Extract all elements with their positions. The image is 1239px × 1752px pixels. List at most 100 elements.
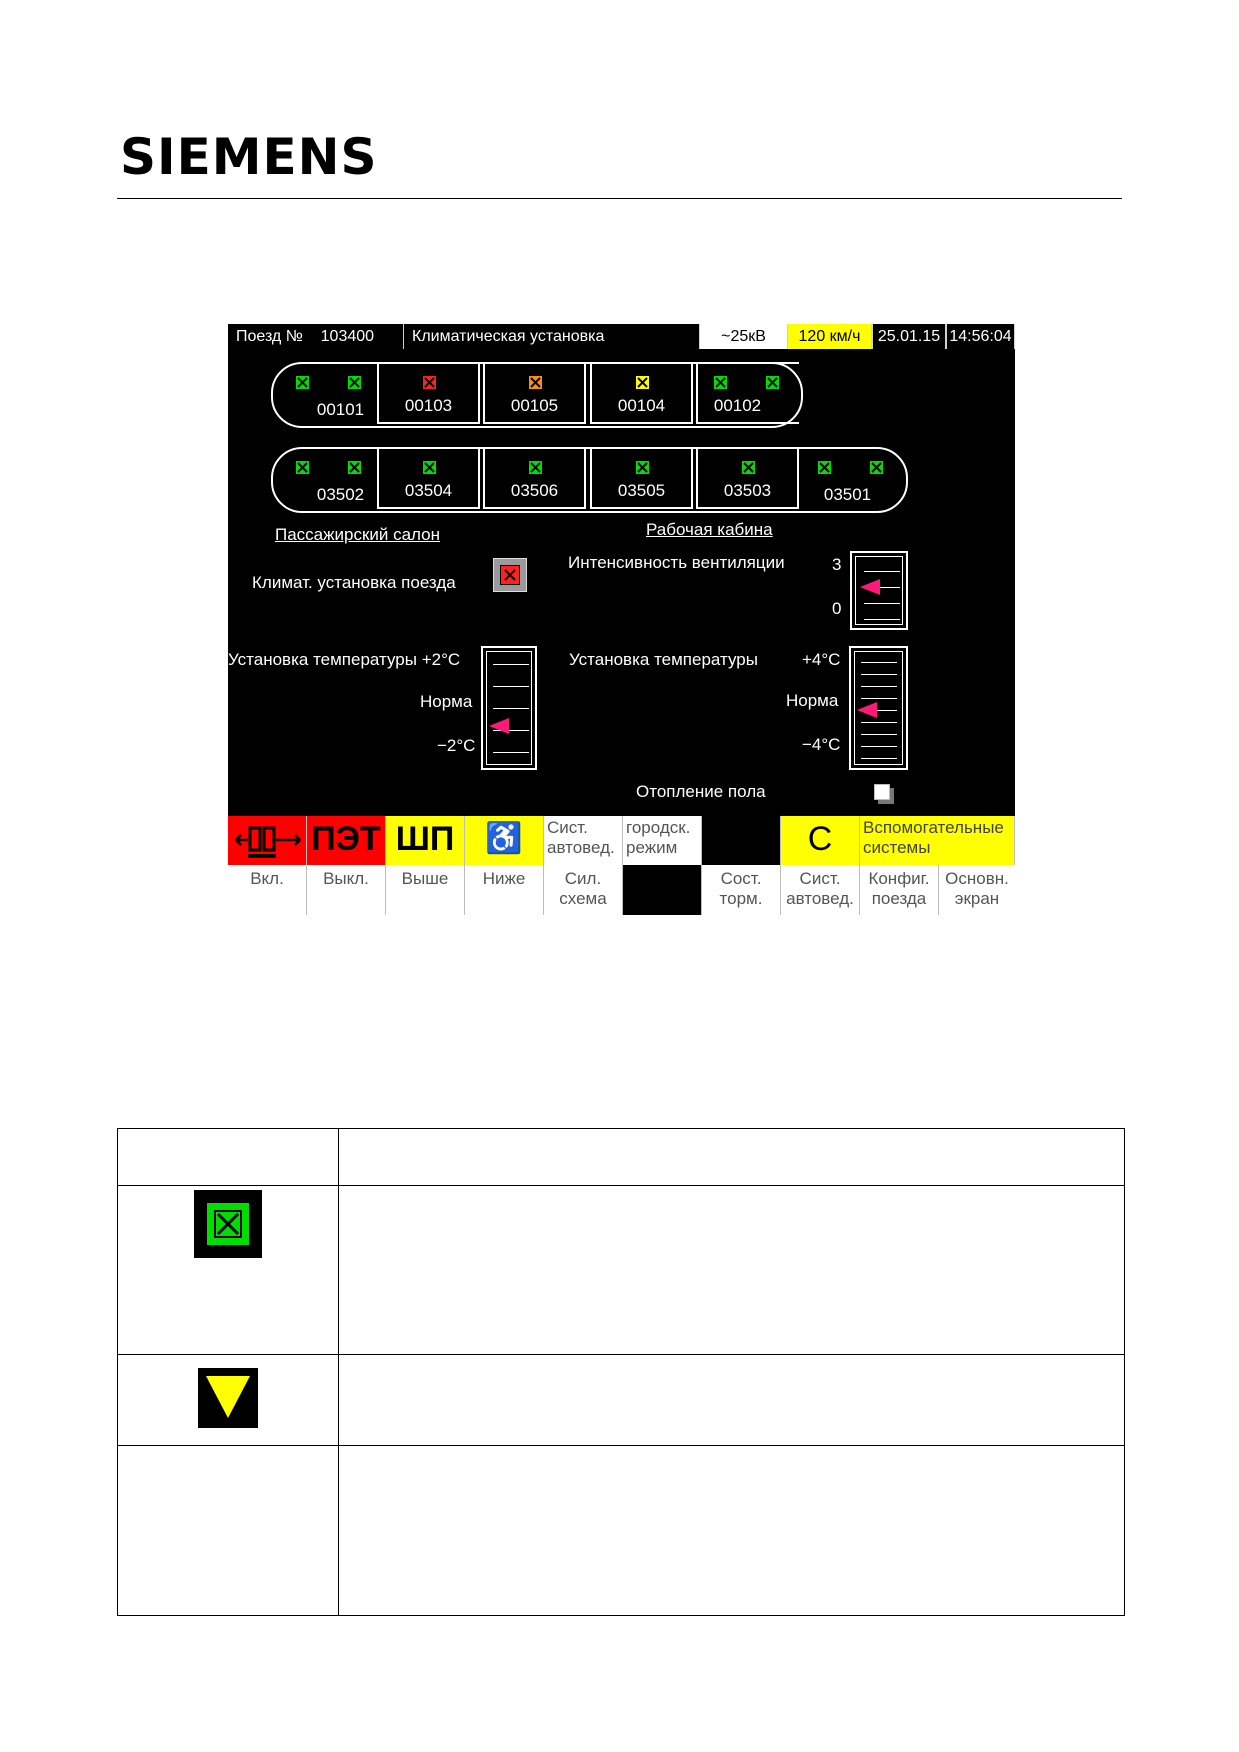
siemens-logo: SIEMENS xyxy=(120,128,378,186)
vent-intensity-label: Интенсивность вентиляции xyxy=(568,553,785,572)
vent-max-label: 3 xyxy=(832,555,842,574)
car-00103[interactable]: 00103 xyxy=(377,362,480,424)
main-screen-button[interactable]: Основн. экран xyxy=(939,865,1015,915)
car-00102[interactable]: 00102 xyxy=(696,362,799,424)
floor-heating-checkbox[interactable] xyxy=(874,784,894,804)
status-ok-icon xyxy=(294,374,311,391)
train-label: Поезд № xyxy=(236,328,303,345)
tab-driver-cab[interactable]: Рабочая кабина xyxy=(646,520,773,539)
climate-fault-icon xyxy=(500,565,520,585)
car-03501[interactable]: 03501 xyxy=(802,449,905,511)
legend-row xyxy=(117,1185,1125,1355)
shp-button[interactable]: ШП xyxy=(386,816,465,865)
vent-level-pointer[interactable] xyxy=(860,579,880,595)
car-03502[interactable]: 03502 xyxy=(280,449,383,511)
car-number: 00105 xyxy=(510,396,559,415)
car-00104[interactable]: 00104 xyxy=(590,362,693,424)
brake-state-button[interactable]: Сост. торм. xyxy=(702,865,781,915)
speed-indicator: 120 км/ч xyxy=(788,324,872,349)
legend-table xyxy=(117,1128,1125,1616)
screen-title: Климатическая установка xyxy=(404,324,700,349)
temp-left-max: +2°C xyxy=(421,650,461,669)
temp-left-slider[interactable] xyxy=(481,646,537,770)
car-number: 03502 xyxy=(316,485,365,504)
temp-left-min: −2°C xyxy=(437,736,476,755)
car-number: 03503 xyxy=(723,481,772,500)
car-number: 00104 xyxy=(617,396,666,415)
car-number: 03504 xyxy=(404,481,453,500)
tab-passenger-saloon[interactable]: Пассажирский салон xyxy=(275,525,441,544)
car-03503[interactable]: 03503 xyxy=(696,447,799,509)
car-number: 00101 xyxy=(316,400,365,419)
temp-right-min: −4°C xyxy=(802,735,841,754)
climate-unit-label: Климат. установка поезда xyxy=(252,573,456,592)
legend-row xyxy=(117,1445,1125,1616)
off-button[interactable]: Выкл. xyxy=(307,865,386,915)
vent-min-label: 0 xyxy=(832,599,842,618)
aux-systems-button[interactable]: Вспомогательные системы xyxy=(860,816,1015,865)
voltage-indicator: ~25кВ xyxy=(700,324,788,349)
status-ok-icon xyxy=(346,459,363,476)
temp-right-label: Установка температуры xyxy=(569,650,758,669)
status-warning-icon xyxy=(527,374,544,391)
vent-intensity-slider[interactable] xyxy=(850,551,908,630)
pet-button[interactable]: ПЭТ xyxy=(307,816,386,865)
status-ok-icon xyxy=(764,374,781,391)
car-00105[interactable]: 00105 xyxy=(483,362,586,424)
car-number: 03506 xyxy=(510,481,559,500)
wheelchair-icon[interactable]: ♿ xyxy=(465,816,544,865)
blank-key xyxy=(702,816,781,865)
on-button[interactable]: Вкл. xyxy=(228,865,307,915)
status-ok-icon xyxy=(346,374,363,391)
floor-heating-label: Отопление пола xyxy=(636,782,766,801)
atp-system-bottom-button[interactable]: Сист. автовед. xyxy=(781,865,860,915)
train-number: 103400 xyxy=(320,328,375,345)
train-coupling-icon xyxy=(235,826,301,858)
status-ok-icon xyxy=(527,459,544,476)
status-ok-icon xyxy=(421,459,438,476)
car-00101[interactable]: 00101 xyxy=(280,364,383,426)
yellow-triangle-icon xyxy=(198,1367,258,1428)
temp-right-pointer[interactable] xyxy=(857,702,877,718)
down-button[interactable]: Ниже xyxy=(465,865,544,915)
temp-left-label: Установка температуры +2°C xyxy=(228,650,461,669)
status-ok-icon xyxy=(294,459,311,476)
status-ok-icon xyxy=(868,459,885,476)
atp-system-button[interactable]: Сист. автовед. xyxy=(544,816,623,865)
blank-key xyxy=(623,865,702,915)
temp-left-pointer[interactable] xyxy=(489,718,509,734)
c-button[interactable]: С xyxy=(781,816,860,865)
green-status-icon xyxy=(194,1190,262,1258)
status-fault-icon xyxy=(421,374,438,391)
train-number-field: Поезд № 103400 xyxy=(228,324,404,349)
car-03506[interactable]: 03506 xyxy=(483,447,586,509)
car-number: 00102 xyxy=(713,396,762,415)
city-mode-button[interactable]: городск. режим xyxy=(623,816,702,865)
legend-row xyxy=(117,1354,1125,1446)
car-number: 00103 xyxy=(404,396,453,415)
date-display: 25.01.15 xyxy=(872,324,946,349)
car-number: 03505 xyxy=(617,481,666,500)
train-row-2-outline xyxy=(271,447,908,513)
status-ok-icon xyxy=(634,459,651,476)
car-number: 03501 xyxy=(823,485,872,504)
temp-left-norm: Норма xyxy=(420,692,473,711)
train-config-button[interactable]: Конфиг. поезда xyxy=(860,865,939,915)
climate-unit-toggle[interactable] xyxy=(493,558,527,592)
status-ok-icon xyxy=(816,459,833,476)
status-ok-icon xyxy=(712,374,729,391)
temp-right-max: +4°C xyxy=(802,650,841,669)
car-03504[interactable]: 03504 xyxy=(377,447,480,509)
legend-header-row xyxy=(117,1128,1125,1186)
temp-right-slider[interactable] xyxy=(849,646,908,770)
header-rule xyxy=(117,198,1122,199)
time-display: 14:56:04 xyxy=(946,324,1015,349)
temp-right-norm: Норма xyxy=(786,691,839,710)
power-scheme-button[interactable]: Сил. схема xyxy=(544,865,623,915)
up-button[interactable]: Выше xyxy=(386,865,465,915)
status-ok-icon xyxy=(740,459,757,476)
hmi-screen: Поезд № 103400 Климатическая установка ~… xyxy=(228,324,1015,915)
uncouple-button[interactable] xyxy=(228,816,307,865)
car-03505[interactable]: 03505 xyxy=(590,447,693,509)
status-caution-icon xyxy=(634,374,651,391)
